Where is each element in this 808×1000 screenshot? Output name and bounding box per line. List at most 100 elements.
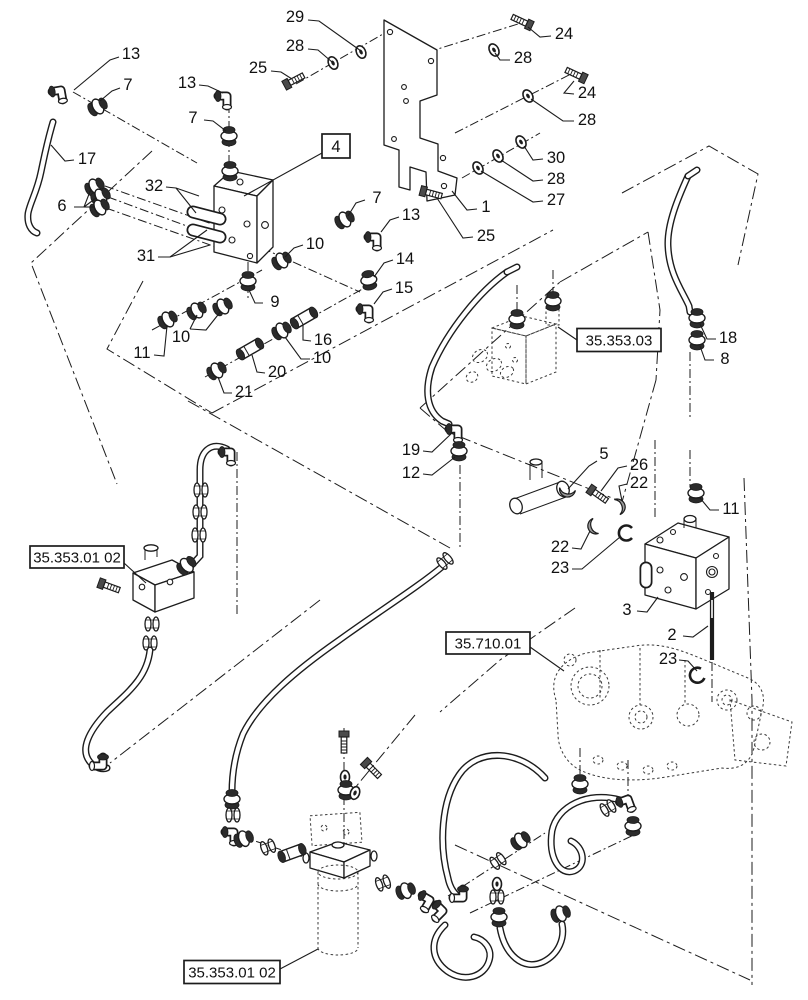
leader-line: [373, 259, 394, 278]
leader-line: [198, 84, 224, 94]
plug-fitting: [548, 902, 574, 926]
callout-label: 25: [249, 59, 267, 77]
leader-line: [529, 646, 565, 672]
callout-label: 11: [722, 500, 739, 518]
bottom-right-hoses-part: [430, 751, 624, 981]
plug-fitting: [203, 358, 230, 384]
leader-line: [699, 497, 719, 511]
callout-28: 28: [494, 49, 532, 67]
callout-11: 11: [699, 497, 740, 518]
callout-label: 28: [286, 37, 304, 55]
callout-box: [321, 133, 351, 159]
leader-line: [523, 145, 544, 161]
callout-label: 21: [235, 383, 253, 401]
callout-18: 18: [699, 323, 737, 347]
ring-fitting: [686, 664, 707, 687]
phantom-line: [647, 231, 661, 381]
leader-line: [422, 456, 456, 476]
callout-box: [183, 959, 281, 985]
callout-label: 4: [331, 138, 340, 156]
leader-line: [572, 536, 621, 570]
leader-line: [307, 48, 333, 63]
plug-fitting: [358, 268, 380, 292]
callout-label: 31: [137, 247, 155, 265]
callout-22: 22: [551, 530, 591, 556]
leader-line: [347, 199, 366, 217]
leader-line: [284, 336, 310, 360]
callout-25: 25: [249, 59, 293, 80]
leader-line: [618, 483, 628, 502]
bolt-fitting: [509, 11, 535, 32]
callout-10: 10: [284, 235, 324, 258]
callout-label: 13: [402, 206, 420, 224]
leader-line: [165, 186, 200, 197]
callout-5: 5: [567, 445, 609, 490]
bolt-fitting: [96, 577, 122, 596]
elbow-fitting: [615, 792, 637, 815]
phantom-line: [559, 231, 649, 283]
leader-line: [571, 530, 591, 550]
axis-line: [295, 29, 391, 85]
callout-label: 2: [667, 626, 676, 644]
leader-line: [123, 562, 147, 584]
filter-assembly-part: [302, 811, 378, 956]
elbow-fitting: [446, 424, 463, 443]
callout-label: 13: [178, 74, 196, 92]
leader-line: [600, 465, 628, 492]
elbow-fitting: [48, 84, 68, 106]
callout-10: 10: [172, 310, 222, 346]
axis-line: [469, 831, 641, 914]
hose-18-part: [664, 166, 701, 316]
callout-box: [445, 631, 531, 655]
leader-line: [83, 197, 97, 208]
adapter-fitting: [287, 304, 321, 332]
callout-7: 7: [99, 76, 133, 102]
leader-line: [203, 119, 227, 132]
callout-label: 15: [395, 279, 413, 297]
leader-line: [270, 70, 293, 80]
callout-label: 28: [514, 49, 532, 67]
callout-label: 17: [78, 150, 96, 168]
clip-fitting: [584, 517, 600, 537]
callout-label: 14: [396, 250, 414, 268]
callout-label: 13: [122, 45, 140, 63]
clamp-fitting: [258, 837, 278, 857]
callout-13: 13: [178, 74, 224, 94]
elbow-fitting: [357, 304, 374, 323]
leader-line: [380, 216, 400, 233]
hose-17-part: [24, 118, 57, 237]
callout-label: 11: [133, 344, 150, 362]
long-hose-part: [228, 562, 447, 796]
washer-fitting: [470, 159, 486, 177]
washer-fitting: [491, 876, 503, 892]
callout-31: 31: [137, 229, 211, 265]
washer-fitting: [353, 43, 369, 61]
phantom-line: [187, 400, 451, 549]
leader-line: [451, 190, 478, 211]
callout-12: 12: [402, 456, 456, 482]
callout-24: 24: [562, 80, 596, 102]
elbow-fitting: [413, 889, 437, 914]
leader-line: [169, 244, 211, 258]
callout-19: 19: [402, 432, 453, 459]
plug-fitting: [239, 270, 257, 292]
plug-fitting: [84, 94, 111, 120]
callout-27: 27: [480, 170, 565, 209]
callout-label: 19: [402, 441, 420, 459]
callout-label: 18: [719, 329, 737, 347]
bolt-fitting: [563, 64, 589, 85]
callout-22: 22: [618, 474, 648, 502]
plug-fitting: [508, 308, 526, 330]
leader-line: [678, 659, 698, 672]
callout-30: 30: [523, 145, 565, 167]
washer-fitting: [325, 54, 341, 72]
leader-line: [557, 326, 578, 341]
leader-line: [480, 170, 544, 203]
callout-10: 10: [284, 336, 331, 367]
callout-label: 30: [547, 149, 565, 167]
callout-20: 20: [251, 354, 286, 381]
callout-9: 9: [248, 289, 280, 311]
callout-label: 7: [372, 189, 381, 207]
